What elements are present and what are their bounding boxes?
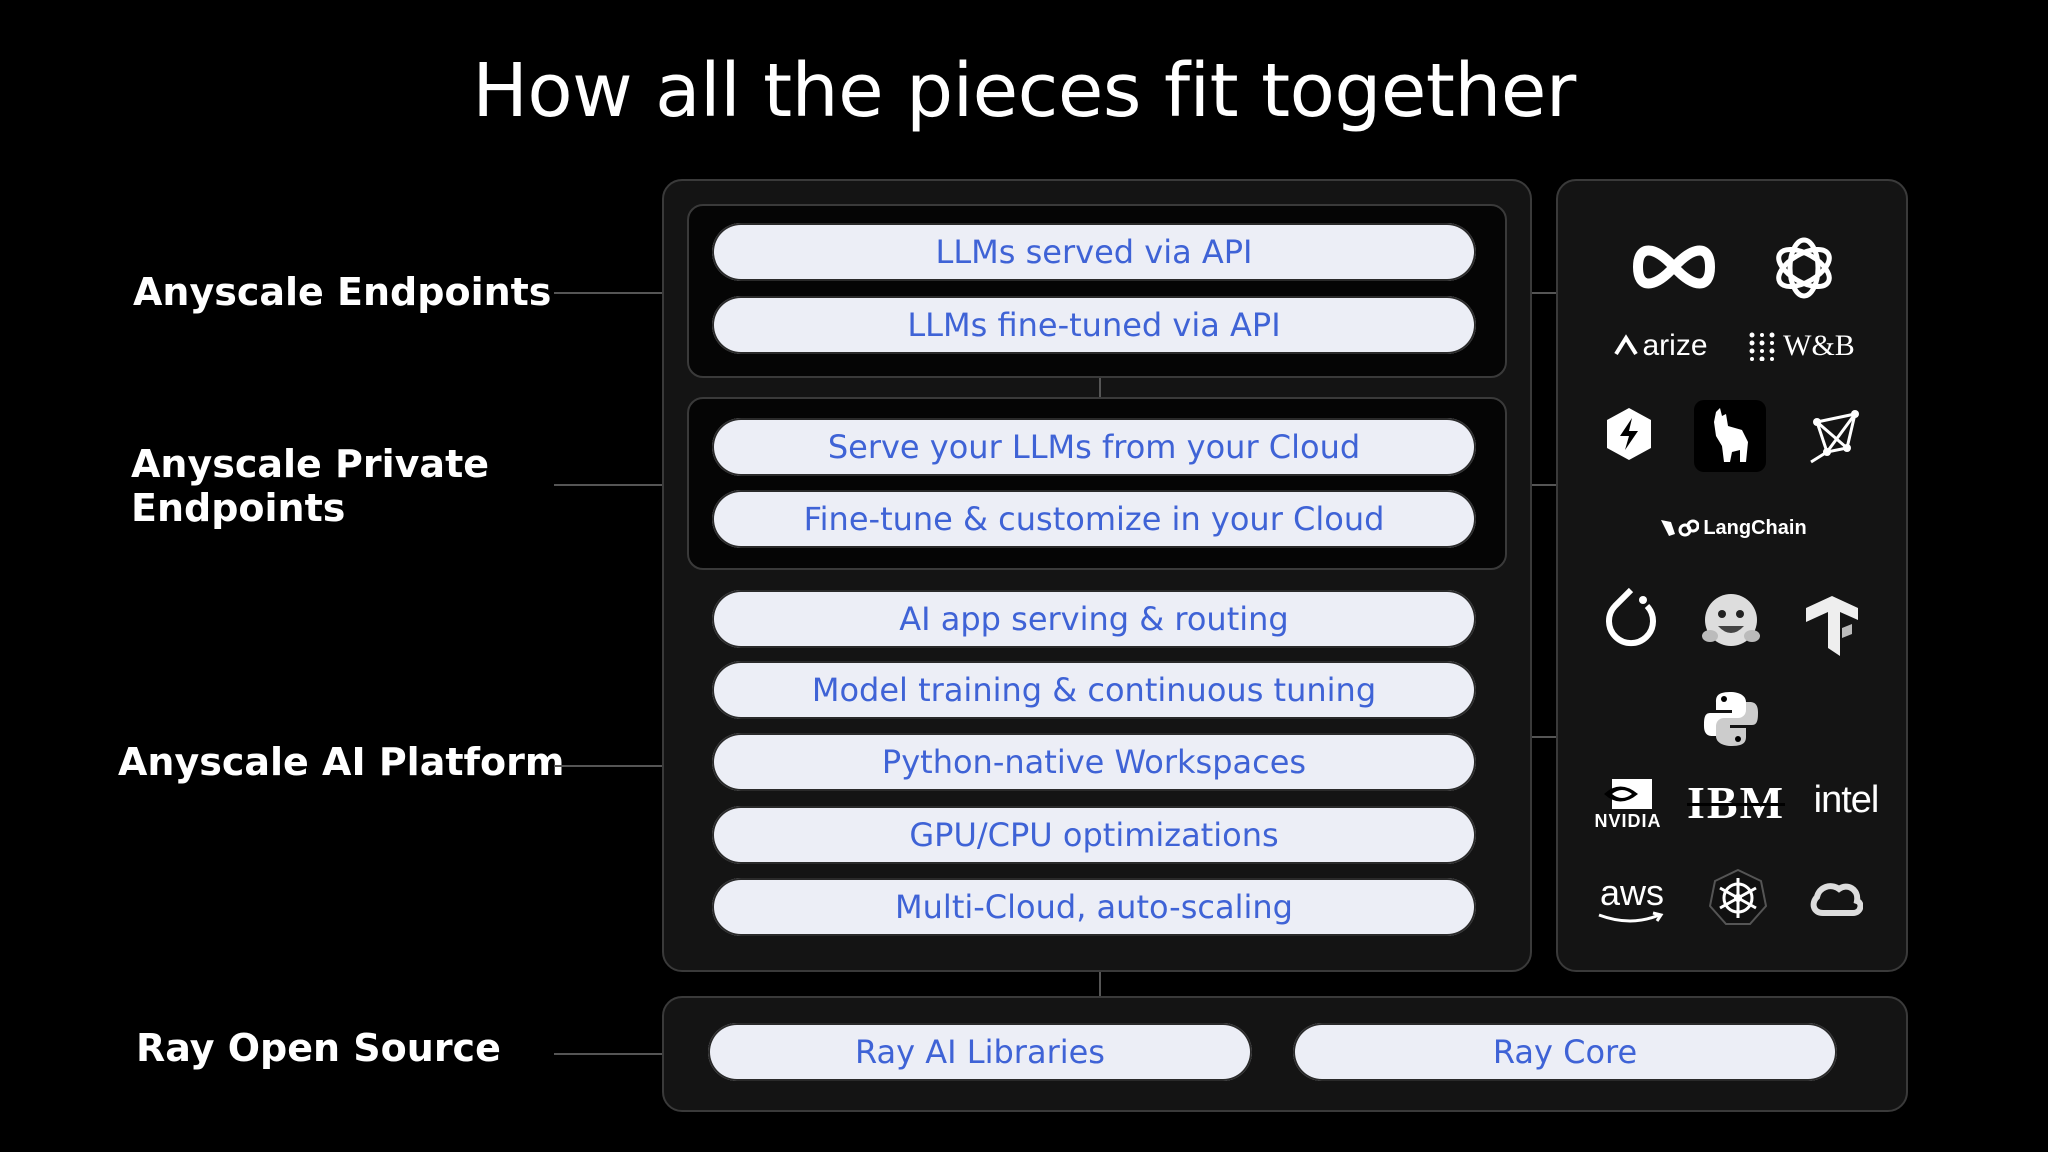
connector-platform (554, 765, 662, 767)
nvidia-text: NVIDIA (1594, 810, 1662, 831)
graph-pen-icon (1806, 406, 1862, 466)
pytorch-icon (1594, 582, 1668, 658)
connector-ray (554, 1053, 662, 1055)
google-cloud-icon (1808, 872, 1864, 922)
page-title: How all the pieces fit together (472, 48, 1576, 134)
pill-llms-served: LLMs served via API (712, 223, 1476, 281)
llama-icon (1694, 400, 1766, 472)
aws-text: aws (1599, 872, 1665, 913)
langchain-text: LangChain (1703, 516, 1807, 539)
hexagon-bolt-icon (1602, 404, 1656, 464)
label-private-line2: Endpoints (131, 486, 346, 530)
pill-python-workspaces: Python-native Workspaces (712, 733, 1476, 791)
pill-ai-app-serving: AI app serving & routing (712, 590, 1476, 648)
connector-right-platform (1532, 736, 1556, 738)
python-icon (1700, 688, 1762, 750)
label-anyscale-endpoints: Anyscale Endpoints (133, 270, 552, 314)
meta-icon (1626, 232, 1722, 302)
connector-vertical-2 (1099, 972, 1101, 996)
ecosystem-panel (1556, 179, 1908, 972)
arize-logo: arize (1606, 326, 1716, 366)
connector-vertical-1 (1099, 376, 1101, 398)
wandb-logo: W&B (1742, 326, 1860, 366)
label-anyscale-private-endpoints: Anyscale Private Endpoints (131, 442, 489, 530)
aws-logo: aws (1594, 872, 1670, 928)
ibm-logo: IBM (1684, 776, 1788, 828)
pill-ray-ai-libraries: Ray AI Libraries (708, 1023, 1252, 1081)
pill-serve-llms-cloud: Serve your LLMs from your Cloud (712, 418, 1476, 476)
wandb-text: W&B (1783, 329, 1855, 362)
nvidia-logo: NVIDIA (1586, 772, 1670, 836)
nvidia-eye-icon (1604, 778, 1652, 809)
ibm-text: IBM (1687, 776, 1785, 828)
pill-ray-core: Ray Core (1293, 1023, 1837, 1081)
intel-logo: intel (1806, 776, 1886, 824)
label-private-line1: Anyscale Private (131, 442, 490, 486)
label-ray-open-source: Ray Open Source (136, 1026, 501, 1070)
pill-llms-fine-tuned: LLMs fine-tuned via API (712, 296, 1476, 354)
pill-model-training: Model training & continuous tuning (712, 661, 1476, 719)
pill-gpu-cpu: GPU/CPU optimizations (712, 806, 1476, 864)
langchain-logo: LangChain (1650, 510, 1816, 546)
connector-endpoints (554, 292, 688, 294)
label-anyscale-ai-platform: Anyscale AI Platform (118, 740, 565, 784)
intel-text: intel (1813, 778, 1880, 821)
arize-icon (1614, 334, 1639, 356)
aws-smile-icon (1598, 911, 1664, 923)
wandb-dots-icon (1749, 332, 1775, 361)
tensorflow-icon (1800, 592, 1864, 660)
connector-private (554, 484, 688, 486)
pill-multi-cloud: Multi-Cloud, auto-scaling (712, 878, 1476, 936)
langchain-parrot-icon (1661, 519, 1700, 537)
kubernetes-icon (1708, 866, 1768, 928)
huggingface-icon (1698, 588, 1764, 654)
pill-fine-tune-cloud: Fine-tune & customize in your Cloud (712, 490, 1476, 548)
arize-text: arize (1642, 329, 1708, 362)
openai-icon (1766, 230, 1842, 306)
